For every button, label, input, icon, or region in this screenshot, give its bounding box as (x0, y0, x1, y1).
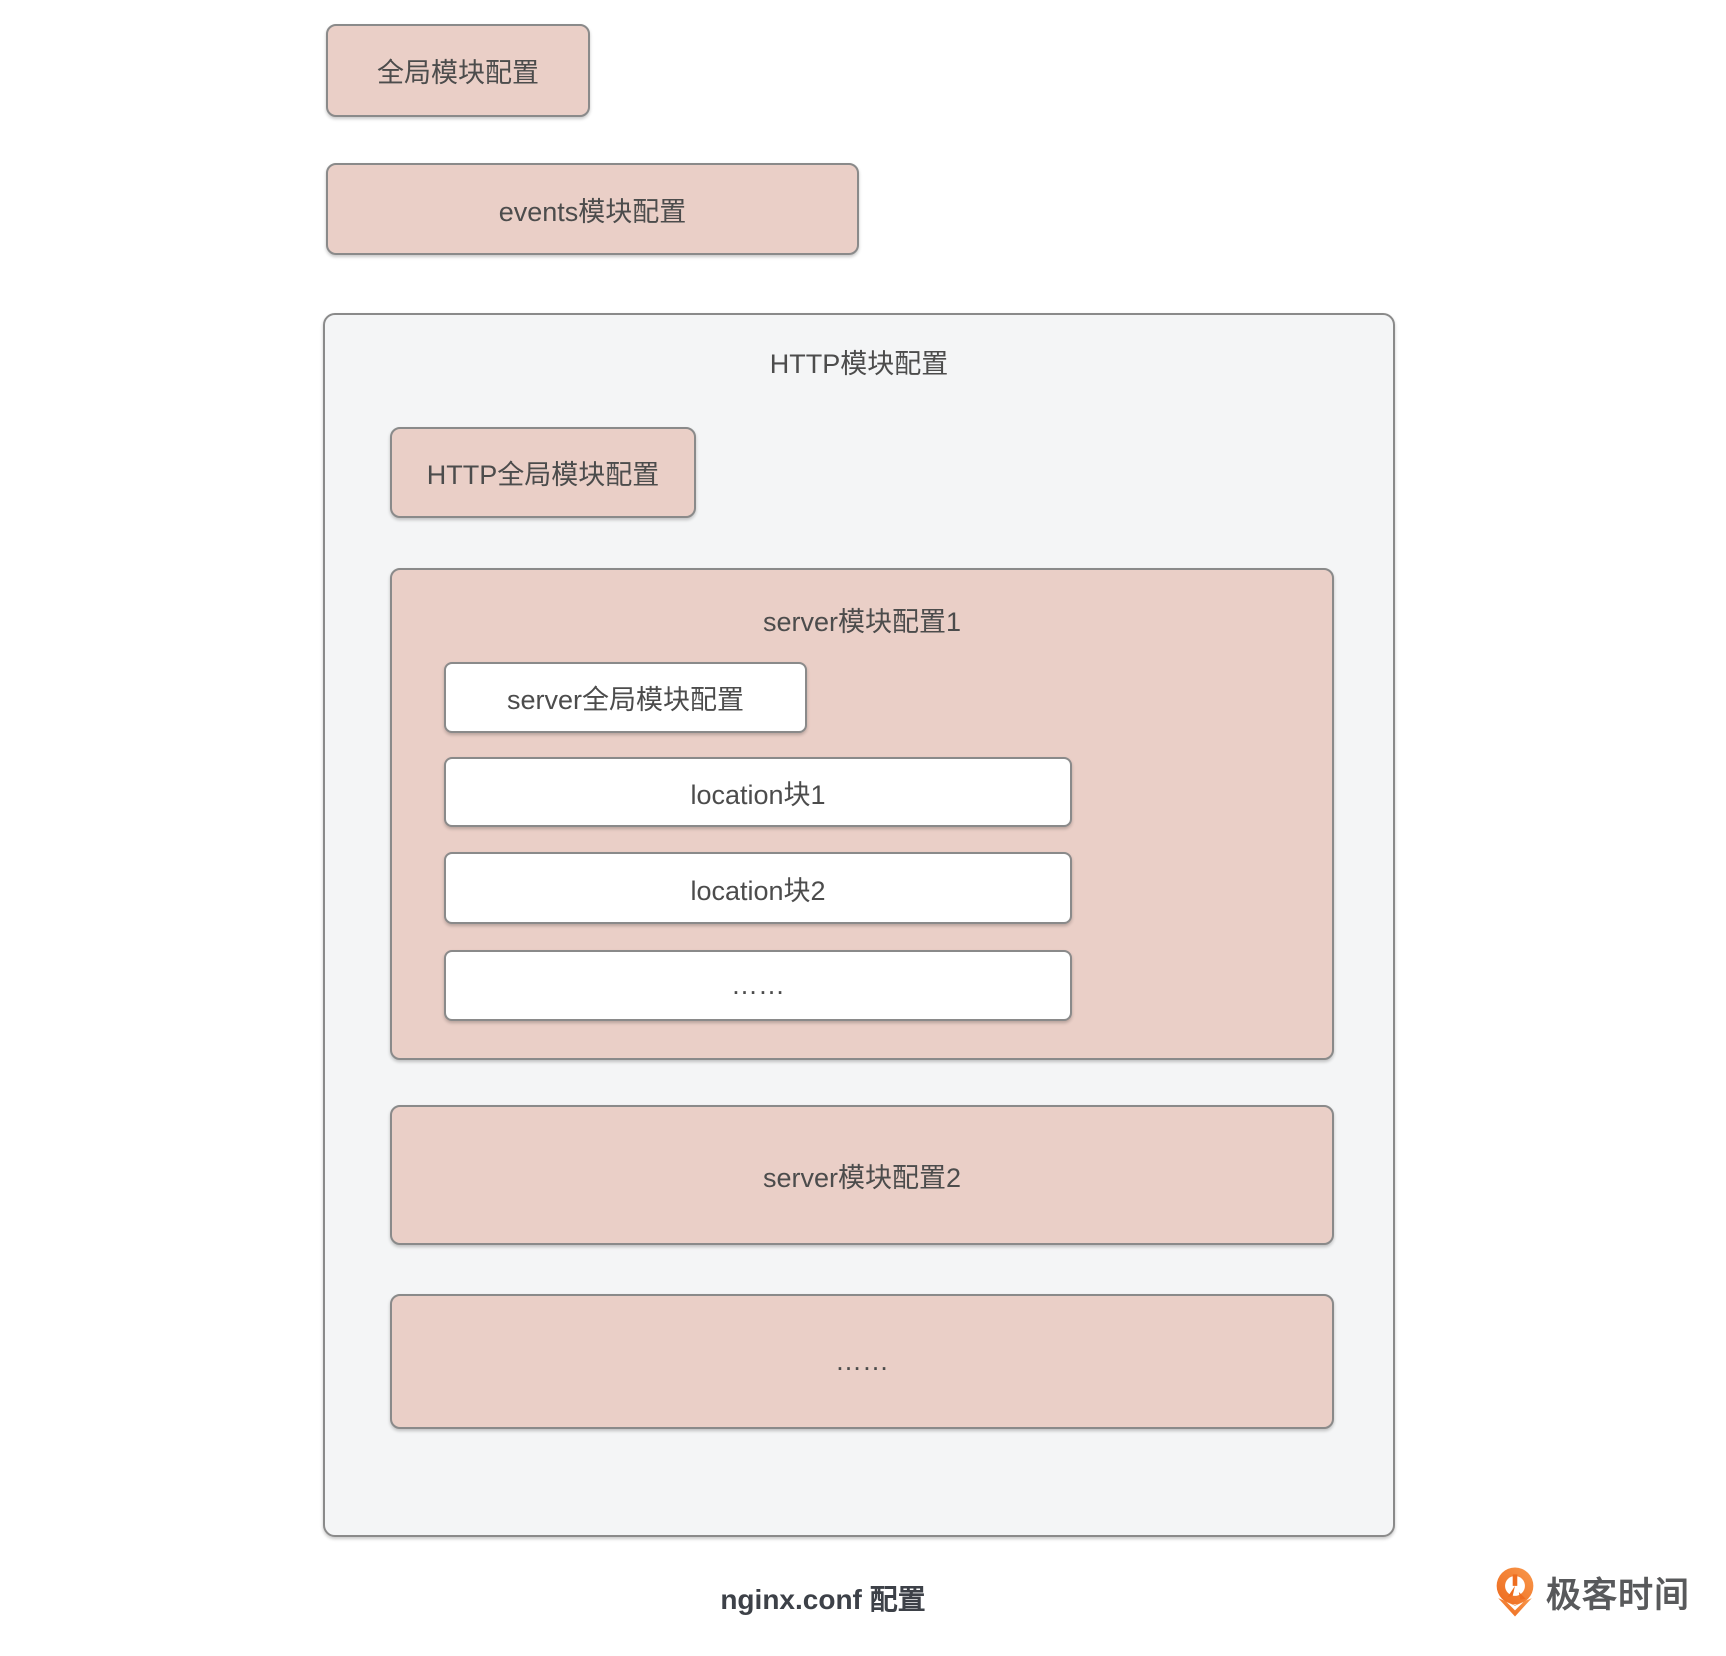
http-global-config-box: HTTP全局模块配置 (390, 427, 696, 518)
location-block-1-label: location块1 (690, 779, 826, 810)
global-config-box: 全局模块配置 (326, 24, 590, 117)
location-block-2: location块2 (444, 852, 1072, 924)
geektime-logo-text: 极客时间 (1546, 1575, 1691, 1615)
global-config-label: 全局模块配置 (377, 58, 539, 88)
http-config-title: HTTP模块配置 (769, 349, 949, 379)
server2-config-box: server模块配置2 (390, 1105, 1334, 1245)
location-more-label: …… (731, 970, 785, 1000)
server1-config-title: server模块配置1 (762, 607, 962, 637)
diagram-caption: nginx.conf 配置 (720, 1584, 926, 1615)
server-global-config-label: server全局模块配置 (506, 685, 744, 715)
location-block-2-label: location块2 (690, 875, 826, 906)
server-more-label: …… (835, 1346, 889, 1376)
location-more-box: …… (444, 950, 1072, 1021)
geektime-pin-icon (1496, 1567, 1534, 1617)
http-config-box: HTTP模块配置 HTTP全局模块配置 server模块配置1 server全局… (323, 313, 1395, 1537)
location-block-1: location块1 (444, 757, 1072, 827)
server-more-box: …… (390, 1294, 1334, 1429)
geektime-logo: 极客时间 (1492, 1566, 1690, 1618)
events-config-box: events模块配置 (326, 163, 859, 255)
server1-config-box: server模块配置1 server全局模块配置 location块1 loca… (390, 568, 1334, 1060)
server-global-config-box: server全局模块配置 (444, 662, 807, 733)
server2-config-label: server模块配置2 (762, 1162, 962, 1193)
events-config-label: events模块配置 (498, 196, 687, 227)
http-global-config-label: HTTP全局模块配置 (426, 460, 660, 490)
